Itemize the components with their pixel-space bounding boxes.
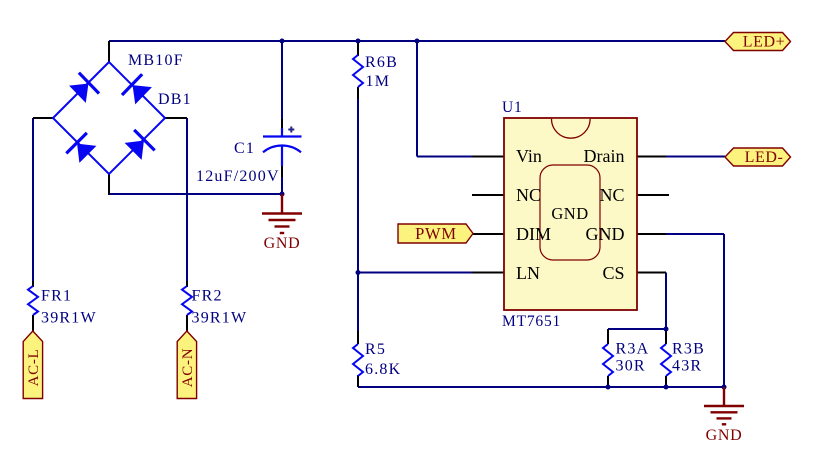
svg-text:MB10F: MB10F xyxy=(128,52,184,69)
svg-text:AC-L: AC-L xyxy=(26,349,42,387)
svg-text:FR2: FR2 xyxy=(192,288,223,305)
svg-text:R5: R5 xyxy=(365,341,386,358)
svg-text:DB1: DB1 xyxy=(158,91,192,108)
svg-text:LN: LN xyxy=(516,263,540,283)
svg-text:CS: CS xyxy=(602,263,624,283)
svg-text:GND: GND xyxy=(551,204,588,223)
svg-text:MT7651: MT7651 xyxy=(502,313,561,330)
svg-text:DIM: DIM xyxy=(516,224,551,244)
svg-text:U1: U1 xyxy=(502,99,523,116)
svg-text:R3B: R3B xyxy=(672,341,705,358)
svg-text:39R1W: 39R1W xyxy=(192,310,248,327)
svg-text:39R1W: 39R1W xyxy=(41,310,97,327)
svg-text:LED+: LED+ xyxy=(743,34,786,51)
svg-text:NC: NC xyxy=(599,185,624,205)
svg-text:12uF/200V: 12uF/200V xyxy=(196,168,280,185)
svg-text:GND: GND xyxy=(586,224,625,244)
svg-text:1M: 1M xyxy=(366,73,391,90)
svg-text:LED-: LED- xyxy=(745,149,784,166)
svg-text:GND: GND xyxy=(264,235,301,252)
svg-text:6.8K: 6.8K xyxy=(365,361,401,378)
svg-text:Drain: Drain xyxy=(584,146,625,166)
svg-text:PWM: PWM xyxy=(415,224,457,243)
svg-text:30R: 30R xyxy=(616,358,646,375)
svg-text:GND: GND xyxy=(706,427,743,444)
svg-text:FR1: FR1 xyxy=(41,288,72,305)
svg-text:Vin: Vin xyxy=(516,146,542,166)
svg-text:NC: NC xyxy=(516,185,541,205)
svg-text:R3A: R3A xyxy=(616,341,650,358)
svg-text:C1: C1 xyxy=(234,140,255,157)
svg-text:R6B: R6B xyxy=(365,54,398,71)
svg-text:43R: 43R xyxy=(672,358,702,375)
svg-text:AC-N: AC-N xyxy=(180,348,196,387)
